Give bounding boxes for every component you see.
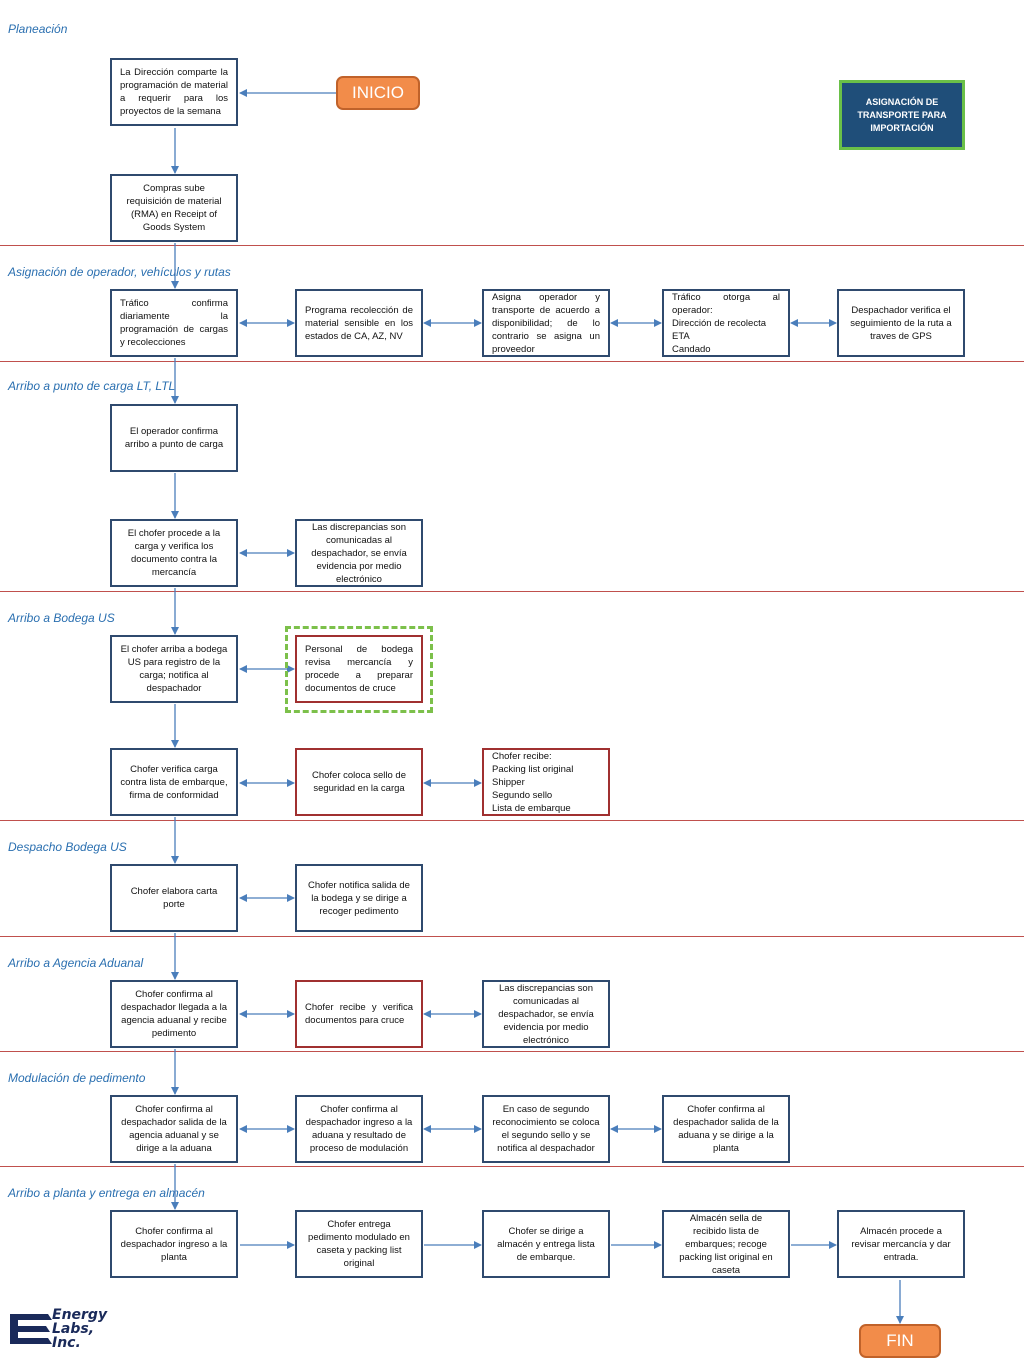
process-step: Chofer confirma al despachador salida de… bbox=[110, 1095, 238, 1163]
process-step-highlighted: Personal de bodega revisa mercancía y pr… bbox=[295, 635, 423, 703]
section-separator bbox=[0, 1051, 1024, 1052]
process-step: La Dirección comparte la programación de… bbox=[110, 58, 238, 126]
process-step-highlighted: Chofer recibe y verifica documentos para… bbox=[295, 980, 423, 1048]
process-step: Almacén sella de recibido lista de embar… bbox=[662, 1210, 790, 1278]
process-step: Chofer entrega pedimento modulado en cas… bbox=[295, 1210, 423, 1278]
section-title-planeacion: Planeación bbox=[8, 22, 68, 36]
process-step: Las discrepancias son comunicadas al des… bbox=[295, 519, 423, 587]
process-step: En caso de segundo reconocimiento se col… bbox=[482, 1095, 610, 1163]
section-title-arribo-planta: Arribo a planta y entrega en almacén bbox=[8, 1186, 205, 1200]
process-step: Compras sube requisición de material (RM… bbox=[110, 174, 238, 242]
process-step: Chofer elabora carta porte bbox=[110, 864, 238, 932]
section-separator bbox=[0, 361, 1024, 362]
process-step: Tráfico confirma diariamente la programa… bbox=[110, 289, 238, 357]
section-title-arribo-carga: Arribo a punto de carga LT, LTL bbox=[8, 379, 176, 393]
process-step-highlighted: Chofer coloca sello de seguridad en la c… bbox=[295, 748, 423, 816]
process-step: El operador confirma arribo a punto de c… bbox=[110, 404, 238, 472]
process-step: Programa recolección de material sensibl… bbox=[295, 289, 423, 357]
section-separator bbox=[0, 1166, 1024, 1167]
process-step: Asigna operador y transporte de acuerdo … bbox=[482, 289, 610, 357]
process-step: El chofer arriba a bodega US para regist… bbox=[110, 635, 238, 703]
section-title-arribo-agencia: Arribo a Agencia Aduanal bbox=[8, 956, 144, 970]
process-step-highlighted: Chofer recibe: Packing list original Shi… bbox=[482, 748, 610, 816]
energy-labs-logo-icon bbox=[10, 1314, 52, 1344]
process-step: Chofer se dirige a almacén y entrega lis… bbox=[482, 1210, 610, 1278]
process-title-box: ASIGNACIÓN DE TRANSPORTE PARA IMPORTACIÓ… bbox=[839, 80, 965, 150]
process-step: El chofer procede a la carga y verifica … bbox=[110, 519, 238, 587]
process-step: Chofer confirma al despachador ingreso a… bbox=[295, 1095, 423, 1163]
process-step: Almacén procede a revisar mercancía y da… bbox=[837, 1210, 965, 1278]
section-title-despacho-bodega: Despacho Bodega US bbox=[8, 840, 127, 854]
process-step: Chofer verifica carga contra lista de em… bbox=[110, 748, 238, 816]
section-title-arribo-bodega: Arribo a Bodega US bbox=[8, 611, 115, 625]
process-step: Las discrepancias son comunicadas al des… bbox=[482, 980, 610, 1048]
process-step: Chofer notifica salida de la bodega y se… bbox=[295, 864, 423, 932]
process-step: Chofer confirma al despachador salida de… bbox=[662, 1095, 790, 1163]
end-terminal: FIN bbox=[859, 1324, 941, 1358]
highlight-dashed-frame bbox=[285, 626, 433, 713]
process-step: Tráfico otorga al operador: Dirección de… bbox=[662, 289, 790, 357]
process-step: Chofer confirma al despachador ingreso a… bbox=[110, 1210, 238, 1278]
section-separator bbox=[0, 591, 1024, 592]
section-separator bbox=[0, 820, 1024, 821]
process-step: Despachador verifica el seguimiento de l… bbox=[837, 289, 965, 357]
process-step: Chofer confirma al despachador llegada a… bbox=[110, 980, 238, 1048]
section-separator bbox=[0, 936, 1024, 937]
section-separator bbox=[0, 245, 1024, 246]
logo-text: Energy Labs, Inc. bbox=[52, 1307, 108, 1351]
start-terminal: INICIO bbox=[336, 76, 420, 110]
section-title-modulacion: Modulación de pedimento bbox=[8, 1071, 146, 1085]
